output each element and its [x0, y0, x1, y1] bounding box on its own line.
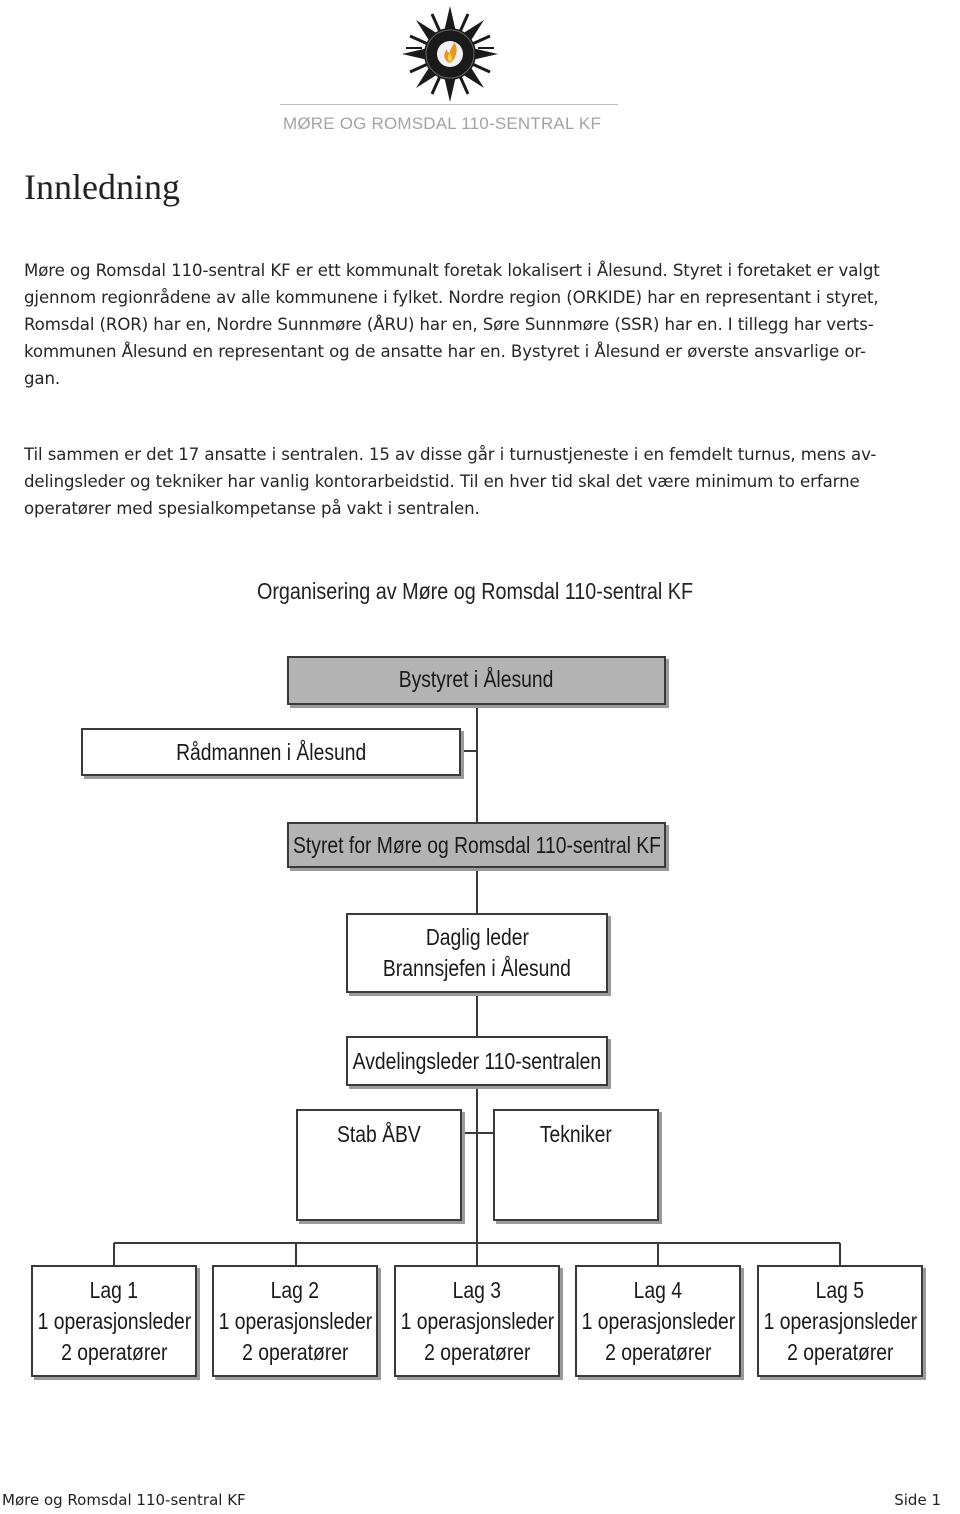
radmannen-box: Rådmannen i Ålesund	[81, 728, 461, 776]
team-leader: 1 operasjonsleder	[763, 1307, 917, 1334]
daglig-leder-title: Daglig leder	[425, 924, 529, 950]
org-chart-title: Organisering av Møre og Romsdal 110-sent…	[256, 578, 694, 604]
tekniker-label: Tekniker	[540, 1121, 612, 1147]
team-name: Lag 2	[270, 1276, 320, 1303]
team-box-3: Lag 3 1 operasjonsleder 2 operatører	[394, 1265, 560, 1377]
team-operators: 2 operatører	[423, 1338, 531, 1365]
styret-label: Styret for Møre og Romsdal 110-sentral K…	[292, 831, 661, 858]
team-operators: 2 operatører	[604, 1338, 712, 1365]
team-operators: 2 operatører	[60, 1338, 168, 1365]
header-divider	[280, 104, 618, 105]
paragraph-line: Romsdal (ROR) har en, Nordre Sunnmøre (Å…	[24, 315, 874, 334]
team-box-1: Lag 1 1 operasjonsleder 2 operatører	[31, 1265, 197, 1377]
paragraph-line: gjennom regionrådene av alle kommunene i…	[24, 288, 879, 307]
paragraph-line: gan.	[24, 369, 61, 388]
team-leader: 1 operasjonsleder	[400, 1307, 554, 1334]
intro-paragraph: Møre og Romsdal 110-sentral KF er ett ko…	[24, 257, 960, 392]
team-box-2: Lag 2 1 operasjonsleder 2 operatører	[212, 1265, 378, 1377]
stab-label: Stab ÅBV	[337, 1121, 421, 1147]
paragraph-line: kommunen Ålesund en representant og de a…	[24, 342, 866, 361]
organization-header: MØRE OG ROMSDAL 110-SENTRAL KF	[283, 114, 602, 133]
team-box-5: Lag 5 1 operasjonsleder 2 operatører	[757, 1265, 923, 1377]
team-operators: 2 operatører	[786, 1338, 894, 1365]
team-leader: 1 operasjonsleder	[37, 1307, 191, 1334]
styret-box: Styret for Møre og Romsdal 110-sentral K…	[287, 822, 666, 868]
avdelingsleder-box: Avdelingsleder 110-sentralen	[346, 1036, 608, 1086]
daglig-leder-box: Daglig leder Brannsjefen i Ålesund	[346, 913, 608, 993]
footer-org-name: Møre og Romsdal 110-sentral KF	[2, 1491, 246, 1509]
paragraph-line: operatører med spesialkompetanse på vakt…	[24, 499, 480, 518]
daglig-leder-name: Brannsjefen i Ålesund	[383, 955, 571, 981]
footer-page-number: Side 1	[894, 1491, 941, 1509]
fire-service-star-emblem-icon	[395, 4, 505, 104]
paragraph-line: Møre og Romsdal 110-sentral KF er ett ko…	[24, 261, 880, 280]
paragraph-line: Til sammen er det 17 ansatte i sentralen…	[24, 445, 877, 464]
team-name: Lag 5	[815, 1276, 865, 1303]
team-operators: 2 operatører	[241, 1338, 349, 1365]
team-name: Lag 3	[452, 1276, 502, 1303]
team-leader: 1 operasjonsleder	[218, 1307, 372, 1334]
radmannen-label: Rådmannen i Ålesund	[175, 738, 367, 765]
tekniker-box: Tekniker	[493, 1109, 659, 1221]
paragraph-line: delingsleder og tekniker har vanlig kont…	[24, 472, 860, 491]
org-chart-connectors	[113, 704, 841, 1265]
team-leader: 1 operasjonsleder	[581, 1307, 735, 1334]
avdelingsleder-label: Avdelingsleder 110-sentralen	[352, 1047, 602, 1074]
team-name: Lag 4	[633, 1276, 683, 1303]
staff-paragraph: Til sammen er det 17 ansatte i sentralen…	[24, 441, 960, 522]
bystyret-box: Bystyret i Ålesund	[287, 656, 666, 705]
stab-box: Stab ÅBV	[296, 1109, 462, 1221]
bystyret-label: Bystyret i Ålesund	[399, 666, 554, 692]
page-title: Innledning	[24, 167, 180, 207]
team-box-4: Lag 4 1 operasjonsleder 2 operatører	[575, 1265, 741, 1377]
team-name: Lag 1	[89, 1276, 139, 1303]
